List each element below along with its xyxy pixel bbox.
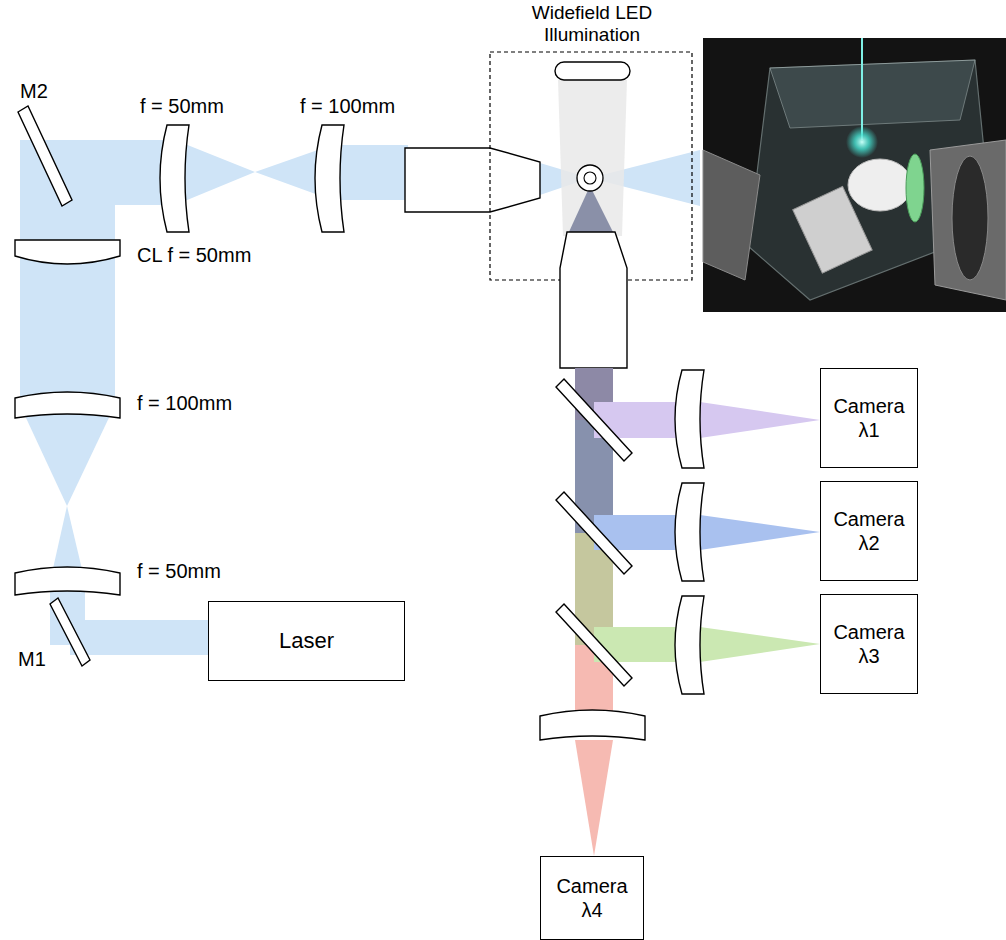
relay-beam (330, 145, 408, 200)
part-label: CL f = 50mm (137, 244, 251, 267)
box-label: Camera λ1 (833, 394, 904, 442)
camera-box: Camera λ2 (820, 481, 918, 581)
cylindrical-lens (15, 240, 120, 264)
acrylic-top (770, 60, 975, 128)
camera-box: Camera λ4 (540, 856, 644, 940)
emission-cone (700, 402, 820, 438)
part-label: f = 100mm (300, 95, 395, 118)
led-source (555, 62, 630, 80)
widefield-light (558, 80, 627, 236)
tube-lens (540, 710, 645, 740)
photo-inset (703, 38, 1006, 312)
box-label: Camera λ3 (833, 620, 904, 668)
sample-capillary (577, 165, 603, 191)
mirror (50, 598, 90, 666)
objective-photo (793, 186, 872, 273)
objective-photo (930, 140, 1006, 300)
laser-box: Laser (208, 601, 405, 681)
dichroic-mirror (556, 492, 632, 574)
tube-lens (675, 483, 704, 581)
dichroic-mirror (556, 604, 632, 686)
sample (584, 172, 596, 184)
detection-cone (568, 186, 614, 234)
objective-rim (952, 156, 988, 280)
camera-box: Camera λ3 (820, 594, 918, 694)
mirror (18, 106, 72, 206)
objective-photo (703, 150, 760, 280)
box-label: Laser (279, 628, 334, 654)
part-label: M2 (20, 80, 48, 103)
tube-lens (675, 596, 704, 694)
lens (15, 567, 120, 595)
beam-cone (175, 140, 255, 205)
lens (160, 125, 189, 232)
lens (15, 392, 120, 418)
capillary (861, 38, 863, 140)
tube-lens (675, 370, 704, 468)
dichroic-mirror (556, 379, 632, 461)
emission-cone (700, 627, 820, 662)
objective-ring (906, 154, 924, 222)
part-label: Widefield LED Illumination (517, 2, 667, 46)
laser-beam (70, 620, 210, 655)
camera-box: Camera λ1 (820, 368, 918, 468)
part-label: f = 50mm (137, 560, 221, 583)
photo-background (703, 38, 1006, 312)
objective (560, 232, 627, 368)
part-label: f = 50mm (140, 95, 224, 118)
fluorescence-glow (846, 126, 878, 158)
objective-photo (848, 159, 912, 211)
lens (315, 125, 344, 232)
part-label: f = 100mm (137, 392, 232, 415)
part-label: M1 (18, 648, 46, 671)
box-label: Camera λ4 (556, 874, 627, 922)
box-label: Camera λ2 (833, 507, 904, 555)
emission-cone (700, 515, 820, 550)
emission-cone (575, 740, 613, 856)
beam-cone (20, 405, 115, 506)
objective (405, 148, 540, 212)
